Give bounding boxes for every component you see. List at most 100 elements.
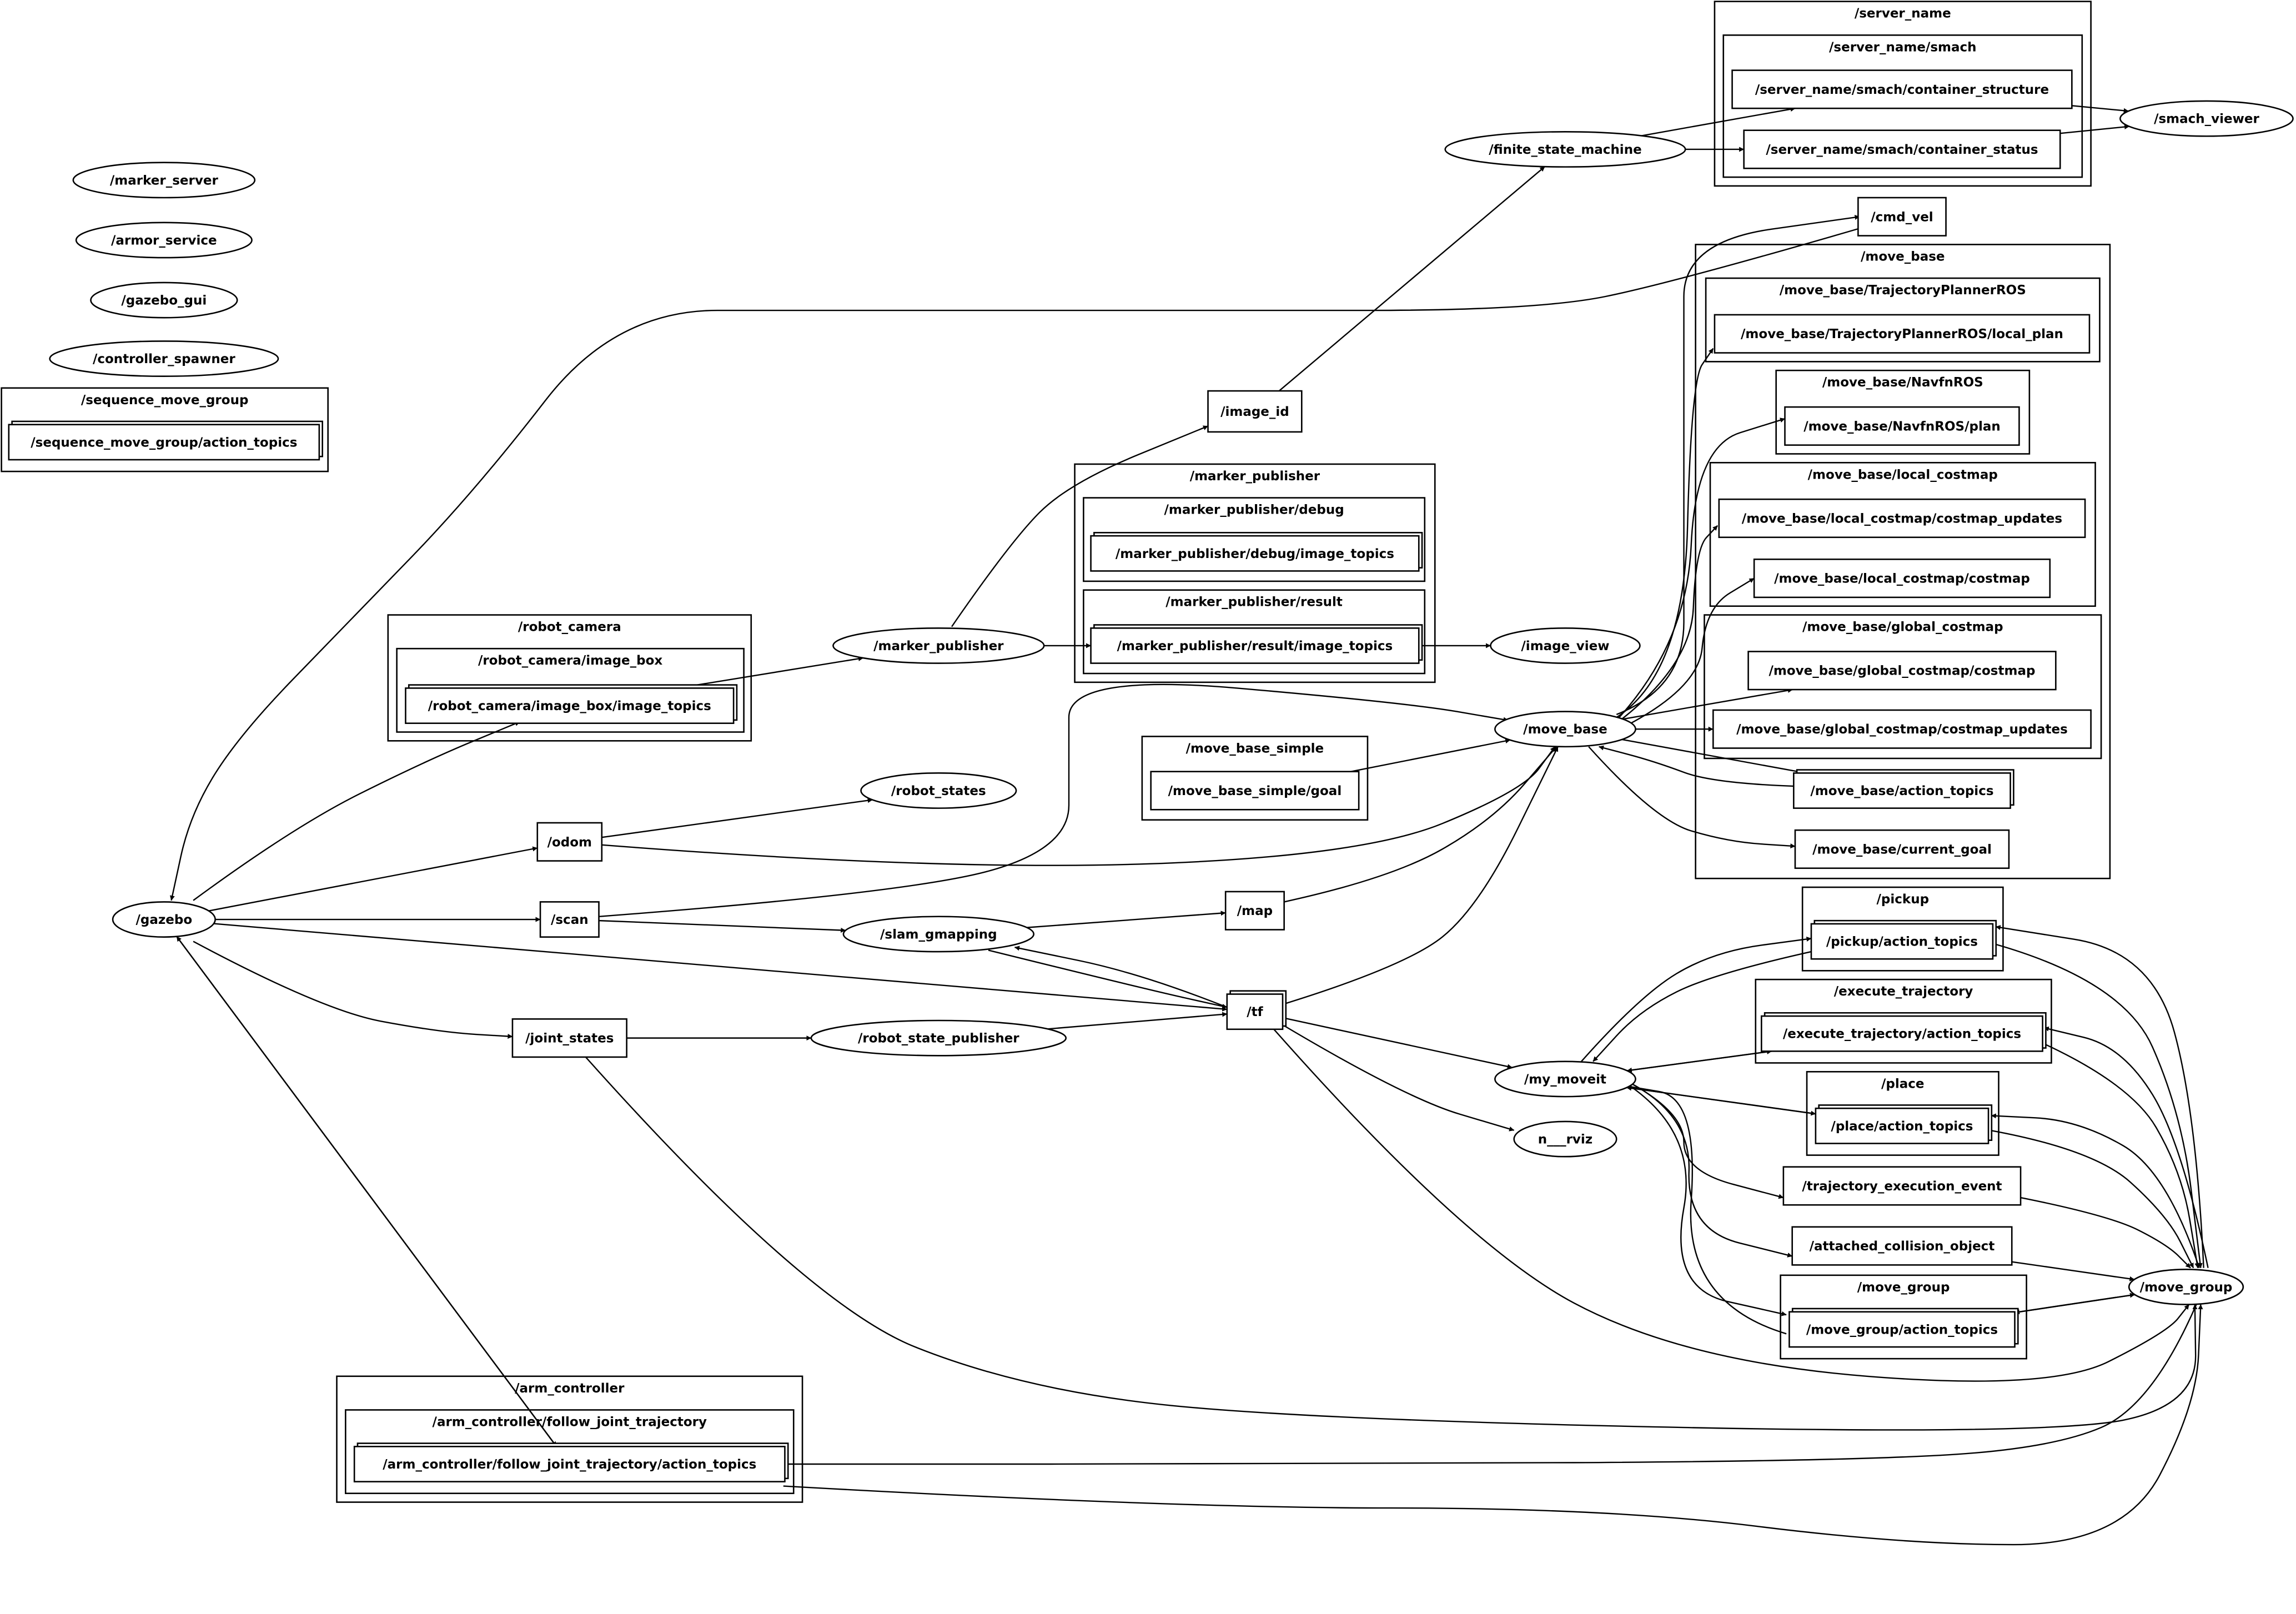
node-box <box>8 424 320 461</box>
node-att-obj[interactable]: /attached_collision_object <box>1791 1226 2013 1266</box>
node-robot-states[interactable]: /robot_states <box>860 772 1017 809</box>
node-label: /sequence_move_group/action_topics <box>31 435 297 450</box>
node-odom[interactable]: /odom <box>536 822 603 862</box>
node-ellipse <box>860 772 1017 809</box>
node-my-moveit[interactable]: /my_moveit <box>1494 1060 1636 1098</box>
node-label: /robot_camera/image_box/image_topics <box>428 699 711 713</box>
node-marker-publisher[interactable]: /marker_publisher <box>832 627 1045 664</box>
node-armor-service[interactable]: /armor_service <box>75 222 253 259</box>
node-label: /finite_state_machine <box>1489 143 1641 157</box>
cluster-label: /marker_publisher/debug <box>1164 503 1344 517</box>
node-smach-viewer[interactable]: /smach_viewer <box>2119 100 2294 137</box>
cluster-frame <box>387 614 752 742</box>
node-marker-server[interactable]: /marker_server <box>72 162 256 199</box>
node-image-id[interactable]: /image_id <box>1207 390 1303 433</box>
node-move-group[interactable]: /move_group <box>2128 1268 2244 1305</box>
node-ellipse <box>1494 1060 1636 1098</box>
node-gc-upd[interactable]: /move_base/global_costmap/costmap_update… <box>1712 709 2092 749</box>
node-ellipse <box>2119 100 2294 137</box>
cluster-label: /move_base/local_costmap <box>1808 467 1998 482</box>
node-robot-state-publisher[interactable]: /robot_state_publisher <box>810 1019 1067 1057</box>
node-place-at[interactable]: /place/action_topics <box>1815 1104 1993 1144</box>
node-mb-at[interactable]: /move_base/action_topics <box>1793 769 2014 809</box>
cluster-label: /marker_publisher/result <box>1165 595 1343 610</box>
node-cmd-vel[interactable]: /cmd_vel <box>1857 197 1947 237</box>
node-navfn-plan[interactable]: /move_base/NavfnROS/plan <box>1784 406 2020 446</box>
node-mbs-goal[interactable]: /move_base_simple/goal <box>1150 771 1360 811</box>
edge-move-base-to-mb-cg <box>1588 746 1796 849</box>
node-label: /move_base/action_topics <box>1810 784 1993 798</box>
edge-move-group-to-arm-at <box>783 1304 2197 1467</box>
node-ellipse <box>75 222 253 259</box>
cluster-frame <box>1141 736 1369 821</box>
node-exec-at[interactable]: /execute_trajectory/action_topics <box>1761 1012 2047 1052</box>
edge-move-group-to-pickup-at <box>1995 925 2204 1268</box>
edge-move-group-to-place-at <box>1991 1113 2200 1269</box>
edge-exec-at-to-my-moveit <box>1626 1050 1772 1073</box>
node-label: /armor_service <box>111 233 217 248</box>
node-gazebo-gui[interactable]: /gazebo_gui <box>90 281 238 319</box>
node-label: /move_base/global_costmap/costmap_update… <box>1736 722 2068 737</box>
cluster-label: /pickup <box>1877 892 1930 907</box>
node-arm-at[interactable]: /arm_controller/follow_joint_trajectory/… <box>353 1442 789 1482</box>
cluster-label: /marker_publisher <box>1190 469 1320 484</box>
node-tpr-lp[interactable]: /move_base/TrajectoryPlannerROS/local_pl… <box>1714 314 2091 354</box>
node-label: /move_base/TrajectoryPlannerROS/local_pl… <box>1741 327 2063 341</box>
node-box <box>1794 829 2010 869</box>
node-smach-cs[interactable]: /server_name/smach/container_structure <box>1731 69 2073 109</box>
node-label: /move_base/local_costmap/costmap <box>1774 572 2030 586</box>
node-label: /robot_states <box>891 784 986 798</box>
node-label: /controller_spawner <box>93 352 235 366</box>
edge-cmd-vel-to-gazebo <box>169 228 1860 901</box>
node-gc-cm[interactable]: /move_base/global_costmap/costmap <box>1747 651 2057 691</box>
node-mb-cg[interactable]: /move_base/current_goal <box>1794 829 2010 869</box>
node-pickup-at[interactable]: /pickup/action_topics <box>1810 919 1997 960</box>
cluster-label: /move_base <box>1861 249 1945 264</box>
node-image-view[interactable]: /image_view <box>1490 627 1641 664</box>
node-box <box>1747 651 2057 691</box>
node-n-rviz[interactable]: n___rviz <box>1513 1120 1617 1158</box>
node-slam-gmapping[interactable]: /slam_gmapping <box>842 916 1035 953</box>
node-map[interactable]: /map <box>1224 891 1285 931</box>
edge-tf-to-move-group <box>1273 1029 2190 1382</box>
cluster-arm-fjt: /arm_controller/follow_joint_trajectory <box>345 1409 795 1495</box>
edge-my-moveit-to-mg-at <box>1619 1078 1787 1316</box>
edge-move-group-to-exec-at <box>2043 1026 2209 1268</box>
node-label: /marker_publisher <box>873 639 1004 653</box>
node-lc-cm[interactable]: /move_base/local_costmap/costmap <box>1753 559 2051 599</box>
node-gazebo[interactable]: /gazebo <box>112 901 216 938</box>
node-rc-it[interactable]: /robot_camera/image_box/image_topics <box>405 684 738 724</box>
node-mp-debug-it[interactable]: /marker_publisher/debug/image_topics <box>1090 532 1423 572</box>
node-seq-at[interactable]: /sequence_move_group/action_topics <box>8 420 323 461</box>
node-traj-event[interactable]: /trajectory_execution_event <box>1782 1166 2022 1206</box>
node-finite-state-machine[interactable]: /finite_state_machine <box>1444 131 1686 168</box>
node-box <box>1712 709 2092 749</box>
node-box <box>1714 314 2091 354</box>
node-controller-spawner[interactable]: /controller_spawner <box>49 340 279 378</box>
node-scan[interactable]: /scan <box>539 901 600 938</box>
node-label: /attached_collision_object <box>1810 1239 1995 1254</box>
node-box <box>539 901 600 938</box>
cluster-frame <box>345 1409 795 1495</box>
node-label: /move_group/action_topics <box>1806 1323 1998 1337</box>
cluster-label: /execute_trajectory <box>1834 984 1973 999</box>
node-smach-st[interactable]: /server_name/smach/container_status <box>1743 129 2061 169</box>
node-joint-states[interactable]: /joint_states <box>511 1018 627 1058</box>
node-move-base[interactable]: /move_base <box>1494 711 1636 748</box>
node-mp-result-it[interactable]: /marker_publisher/result/image_topics <box>1090 624 1423 664</box>
cluster-frame <box>1709 461 2096 607</box>
node-label: /slam_gmapping <box>880 927 997 942</box>
edge-mb-at-to-move-base <box>1599 745 1796 787</box>
node-mg-at[interactable]: /move_group/action_topics <box>1788 1308 2019 1348</box>
cluster-label: /server_name <box>1855 7 1951 21</box>
edge-move-base-to-navfn-plan <box>1616 418 1785 721</box>
edge-place-at-to-move-group <box>1989 1129 2194 1269</box>
edge-move-base-to-lc-cm <box>1625 577 1755 727</box>
edge-odom-to-move-base <box>600 746 1556 866</box>
node-box <box>1224 891 1285 931</box>
cluster-label: /robot_camera/image_box <box>478 653 662 668</box>
node-lc-upd[interactable]: /move_base/local_costmap/costmap_updates <box>1718 498 2086 539</box>
node-box <box>536 822 603 862</box>
node-label: /gazebo_gui <box>121 294 207 308</box>
node-tf[interactable]: /tf <box>1226 990 1287 1030</box>
